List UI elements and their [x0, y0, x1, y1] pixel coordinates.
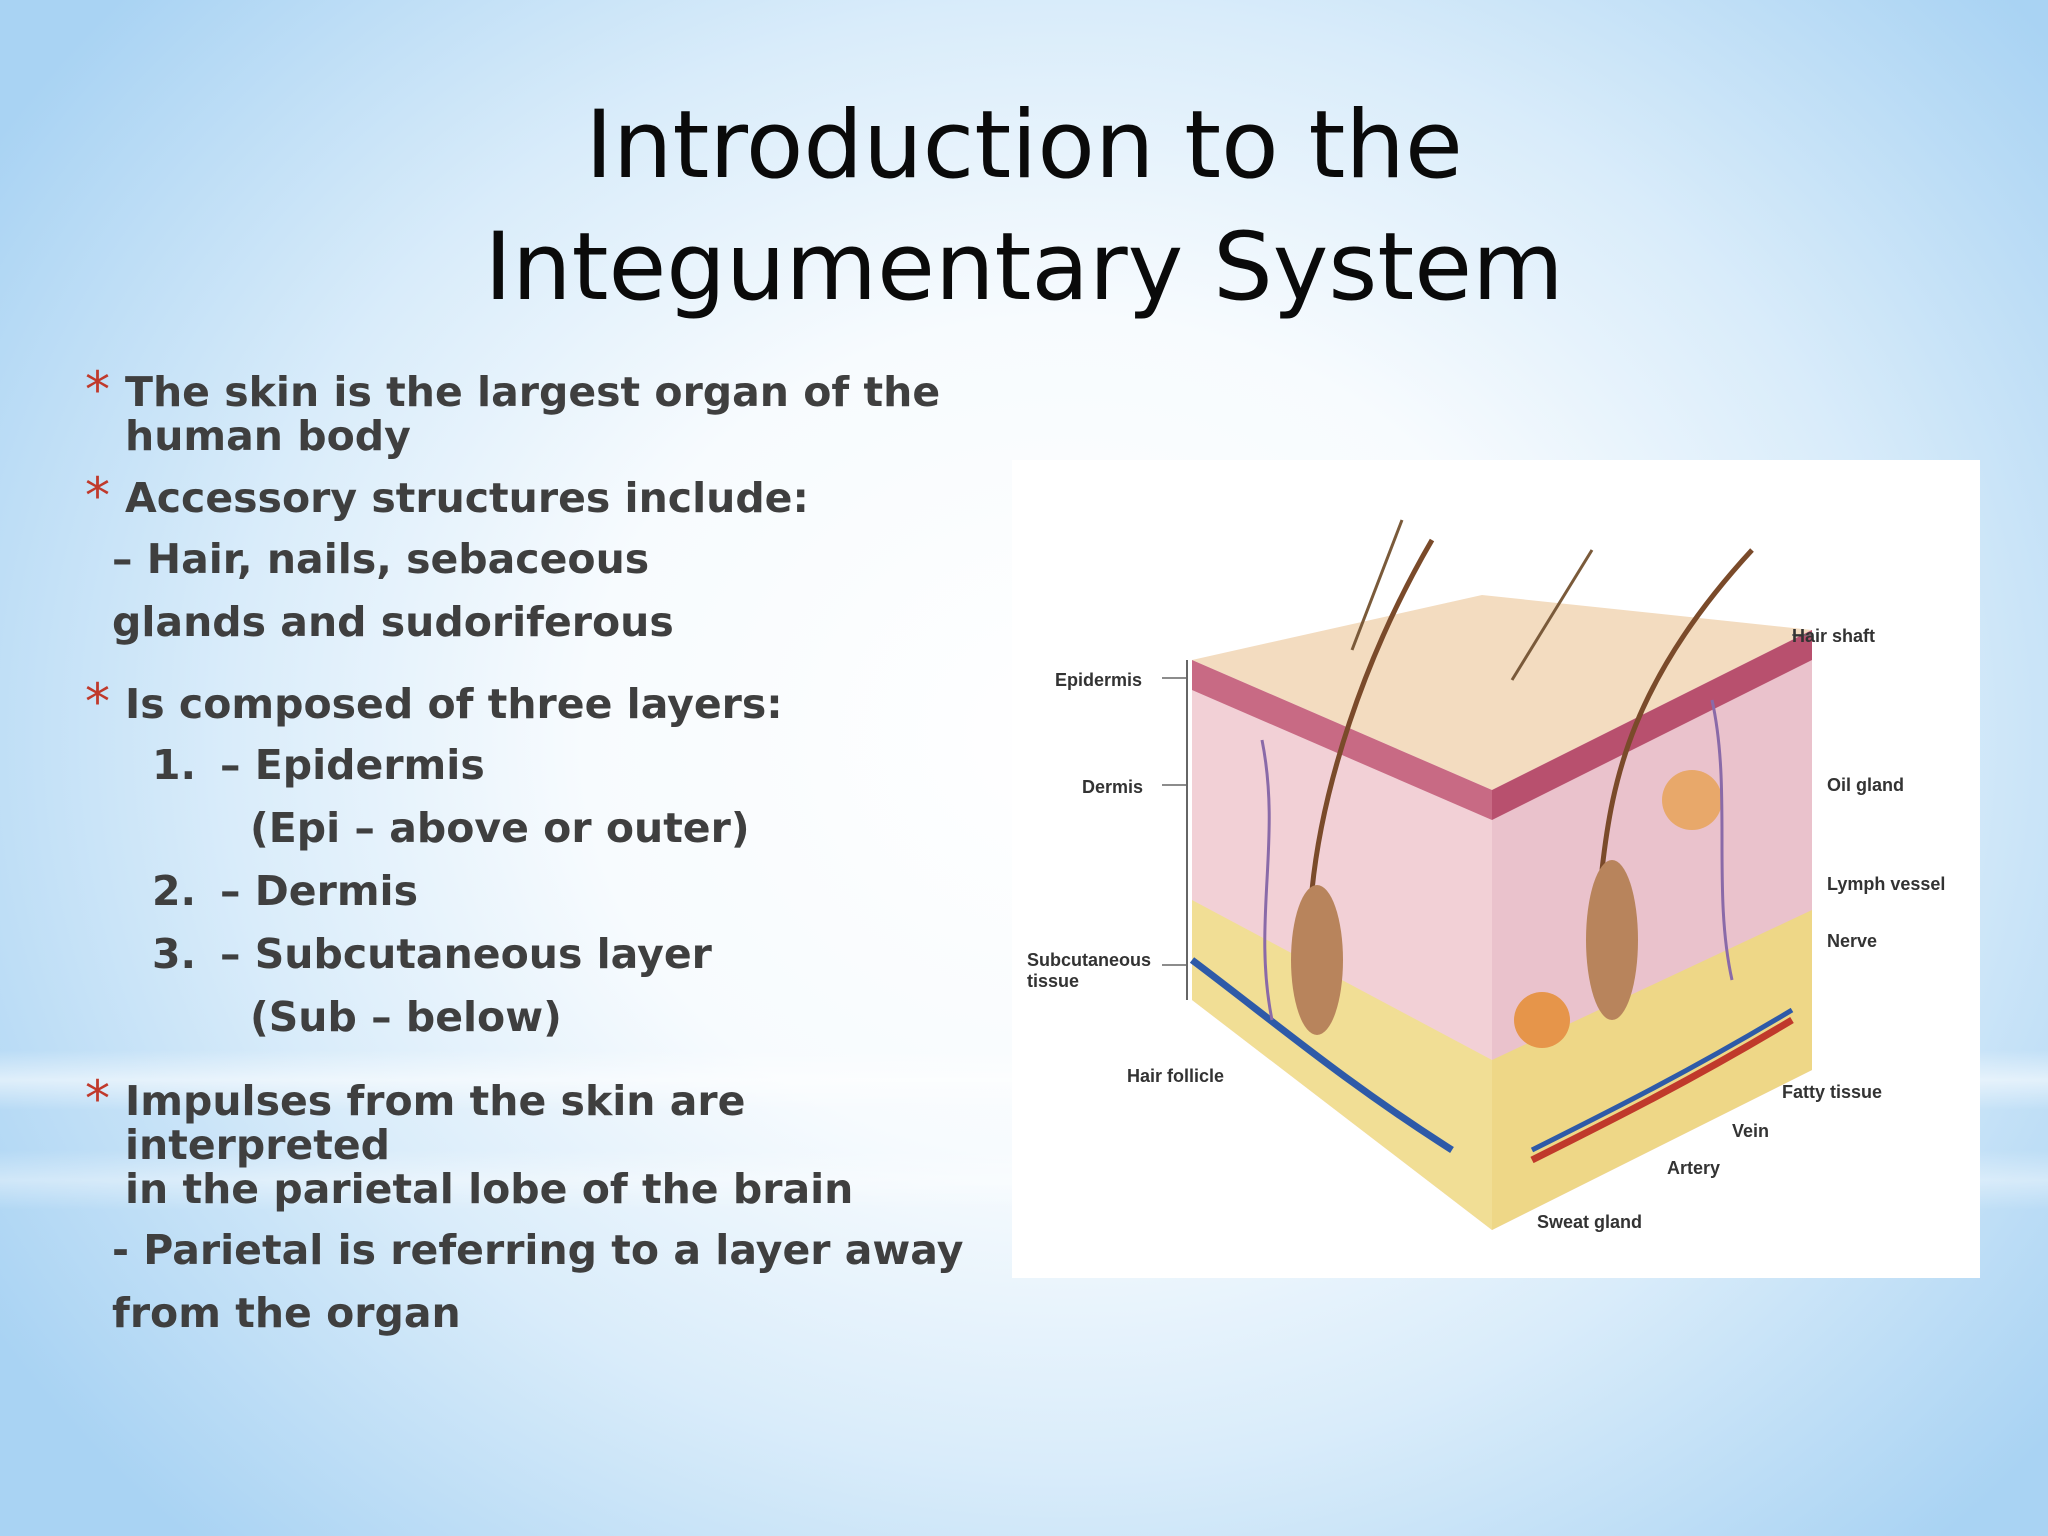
sub-text: - Parietal is referring to a layer away: [112, 1226, 964, 1274]
layer-text: – Subcutaneous layer: [220, 930, 712, 978]
layer-item-dermis: 2. – Dermis: [85, 860, 985, 923]
layer-number: 1.: [152, 741, 197, 789]
label-sweat-gland: Sweat gland: [1537, 1212, 1642, 1232]
skin-surface: [1192, 595, 1812, 790]
epidermis-band-right: [1492, 630, 1812, 820]
label-vein: Vein: [1732, 1121, 1769, 1141]
slide-title: Introduction to the Integumentary System: [0, 85, 2048, 329]
bullet-text: in the parietal lobe of the brain: [125, 1165, 854, 1213]
bullet-star-icon: *: [85, 673, 110, 731]
bullet-three-layers: * Is composed of three layers:: [85, 673, 985, 731]
bullet-text: The skin is the largest organ of the: [125, 368, 941, 416]
hair-shaft: [1309, 538, 1435, 891]
nerve: [1260, 739, 1274, 1021]
title-line-2: Integumentary System: [484, 213, 1564, 322]
label-subcutaneous: Subcutaneous: [1027, 950, 1151, 970]
layer-number: 3.: [152, 930, 197, 978]
label-oil-gland: Oil gland: [1827, 775, 1904, 795]
layer-text: – Dermis: [220, 867, 419, 915]
vein: [1530, 1007, 1794, 1153]
layer-item-epidermis: 1. – Epidermis: [85, 734, 985, 797]
label-dermis: Dermis: [1082, 777, 1143, 797]
sub-item: - Parietal is referring to a layer away …: [85, 1219, 985, 1345]
bullet-text: Accessory structures include:: [125, 474, 809, 522]
label-hair-follicle: Hair follicle: [1127, 1066, 1224, 1086]
hair-shaft: [1350, 519, 1404, 651]
oil-gland: [1662, 770, 1722, 830]
layer-note: (Sub – below): [250, 993, 562, 1041]
bullet-star-icon: *: [85, 467, 110, 525]
skin-cross-section-diagram: Epidermis Dermis Subcutaneous tissue Hai…: [1012, 460, 1980, 1278]
sub-item: – Hair, nails, sebaceous glands and sudo…: [85, 528, 1025, 654]
label-hair-shaft: Hair shaft: [1792, 626, 1875, 646]
bullet-text: Is composed of three layers:: [125, 680, 783, 728]
bullet-text: Impulses from the skin are interpreted: [125, 1077, 746, 1169]
title-line-1: Introduction to the: [585, 91, 1463, 200]
skin-diagram-svg: Epidermis Dermis Subcutaneous tissue Hai…: [1027, 519, 1945, 1232]
label-artery: Artery: [1667, 1158, 1720, 1178]
bullet-text: human body: [125, 412, 411, 460]
slide-body: * The skin is the largest organ of the h…: [85, 361, 985, 1345]
layer-list: 1. – Epidermis (Epi – above or outer) 2.–…: [85, 734, 985, 1049]
bullet-star-icon: *: [85, 361, 110, 419]
label-subcutaneous-tissue: tissue: [1027, 971, 1079, 991]
label-epidermis: Epidermis: [1055, 670, 1142, 690]
hair-shaft: [1510, 549, 1594, 681]
sweat-gland: [1514, 992, 1570, 1048]
artery: [1530, 1016, 1794, 1164]
label-fatty-tissue: Fatty tissue: [1782, 1082, 1882, 1102]
sub-text: glands and sudoriferous: [112, 598, 674, 646]
fat-layer-right: [1492, 910, 1812, 1230]
layer-number: 2.: [152, 867, 197, 915]
layer-text: – Epidermis: [220, 741, 485, 789]
bullet-accessory-structures: * Accessory structures include:: [85, 467, 985, 525]
vein: [1189, 957, 1454, 1153]
hair-follicle: [1586, 860, 1638, 1020]
hair-follicle: [1291, 885, 1343, 1035]
layer-note: (Epi – above or outer): [250, 804, 750, 852]
layer-item-subcutaneous: 3. – Subcutaneous layer: [85, 923, 985, 986]
label-nerve: Nerve: [1827, 931, 1877, 951]
sub-text: – Hair, nails, sebaceous: [112, 535, 650, 583]
hair-shaft: [1599, 548, 1754, 871]
lymph-vessel: [1710, 699, 1734, 981]
bullet-impulses: * Impulses from the skin are interpreted…: [85, 1070, 985, 1213]
label-lymph-vessel: Lymph vessel: [1827, 874, 1945, 894]
sub-text: from the organ: [112, 1289, 461, 1337]
bullet-largest-organ: * The skin is the largest organ of the h…: [85, 361, 985, 460]
bullet-star-icon: *: [85, 1070, 110, 1128]
